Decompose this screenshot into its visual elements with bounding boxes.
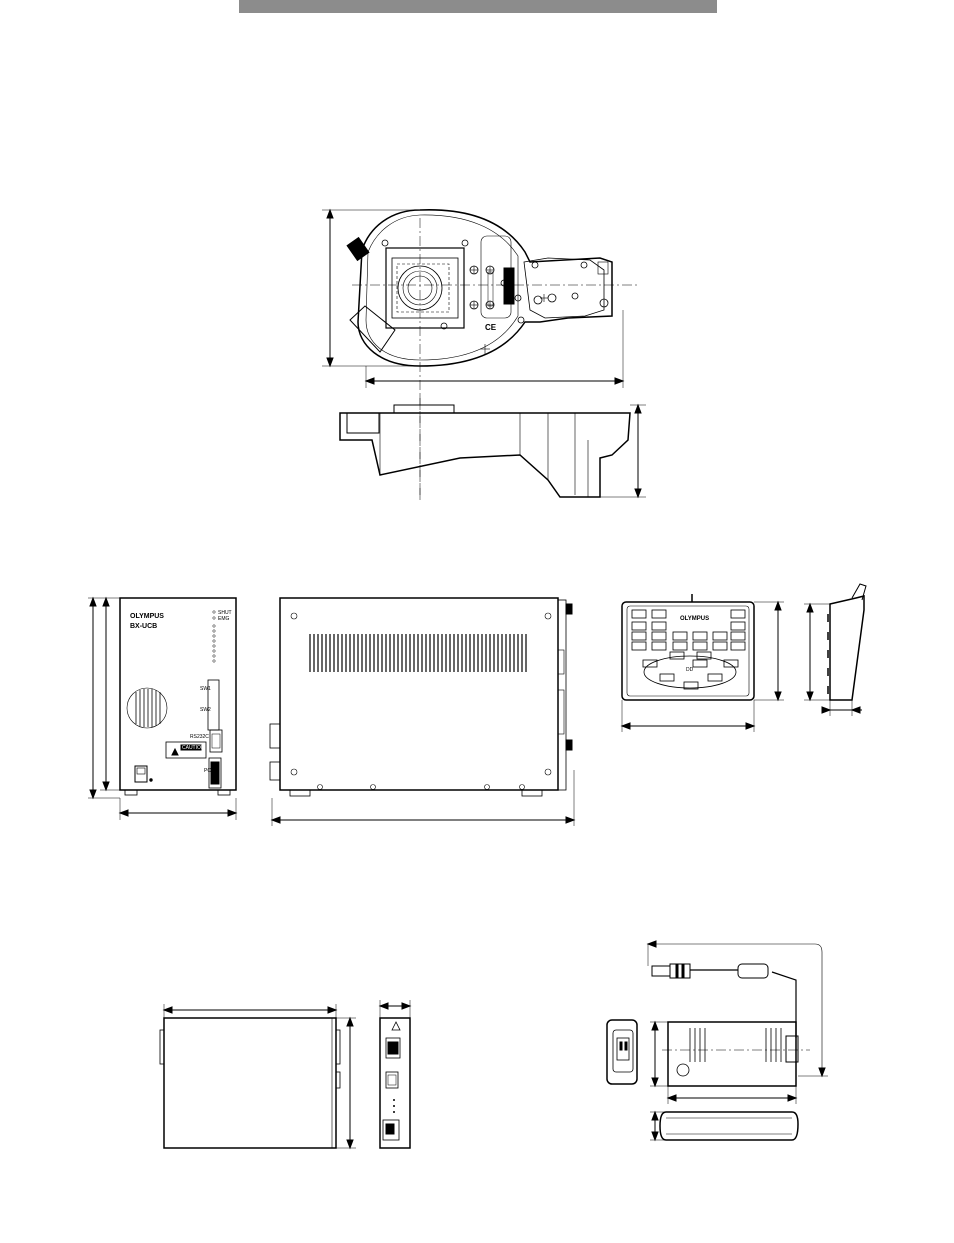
power-box-side xyxy=(159,1004,356,1150)
turret-side-view xyxy=(339,395,646,500)
hand-switch-top: OLYMPUS DD xyxy=(620,594,784,732)
control-box-side xyxy=(269,597,576,826)
caution-label: CAUTION xyxy=(182,745,205,751)
ce-mark: CE xyxy=(485,323,497,332)
model-name: BX-UCB xyxy=(130,623,157,630)
sw2-label: SW2 xyxy=(200,707,211,713)
sw1-label: SW1 xyxy=(200,686,211,692)
control-box-front: OLYMPUS BX-UCB SHUT EMG SW1 SW2 RS232C xyxy=(88,596,238,820)
hand-switch-side xyxy=(804,583,867,716)
turret-top-view: CE xyxy=(322,208,640,500)
indicator-emg: EMG xyxy=(218,616,230,622)
hand-switch-brand: OLYMPUS xyxy=(680,616,709,622)
pc-label: PC xyxy=(204,768,211,774)
brand-logo: OLYMPUS xyxy=(130,613,164,620)
indicator-shut: SHUT xyxy=(218,610,232,616)
rs232c-label: RS232C xyxy=(190,734,209,740)
power-box-front xyxy=(378,1000,412,1149)
power-supply xyxy=(606,940,828,1142)
dial-label: DD xyxy=(686,667,694,673)
header-bar xyxy=(239,0,717,13)
